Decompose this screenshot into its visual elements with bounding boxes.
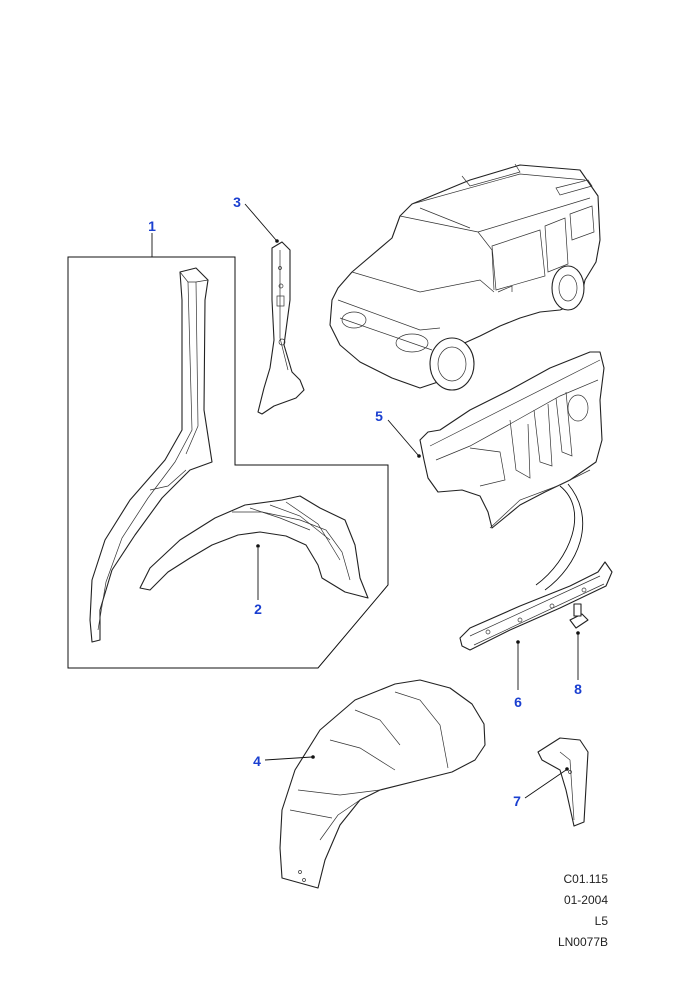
- part-6-cross-member: [459, 561, 613, 651]
- callout-6: 6: [514, 694, 522, 710]
- date-code: 01-2004: [563, 893, 608, 907]
- part-5-floor-panel: [419, 351, 605, 529]
- callout-7: 7: [513, 793, 521, 809]
- leader-lines: [151, 203, 580, 799]
- callout-3: 3: [233, 194, 241, 210]
- callout-4: 4: [253, 753, 261, 769]
- part-3-bracket: [257, 241, 305, 415]
- connector-curve: [535, 485, 576, 586]
- reference-code: C01.115: [563, 872, 608, 886]
- connector-curve-2: [544, 483, 584, 591]
- vehicle-illustration: [329, 163, 601, 391]
- callout-1: 1: [148, 218, 156, 234]
- callout-5: 5: [375, 408, 383, 424]
- part-7-small-bracket: [537, 737, 589, 827]
- part-8-bolt: [569, 603, 589, 629]
- group-frame: [67, 256, 389, 669]
- part-1-pillar-arch: [89, 267, 213, 643]
- callout-8: 8: [574, 681, 582, 697]
- drawing-number: LN0077B: [557, 935, 608, 949]
- callout-2: 2: [254, 601, 262, 617]
- part-2-inner-arch: [139, 495, 369, 599]
- part-4-rear-arch: [279, 679, 486, 889]
- model-code: L5: [594, 914, 608, 928]
